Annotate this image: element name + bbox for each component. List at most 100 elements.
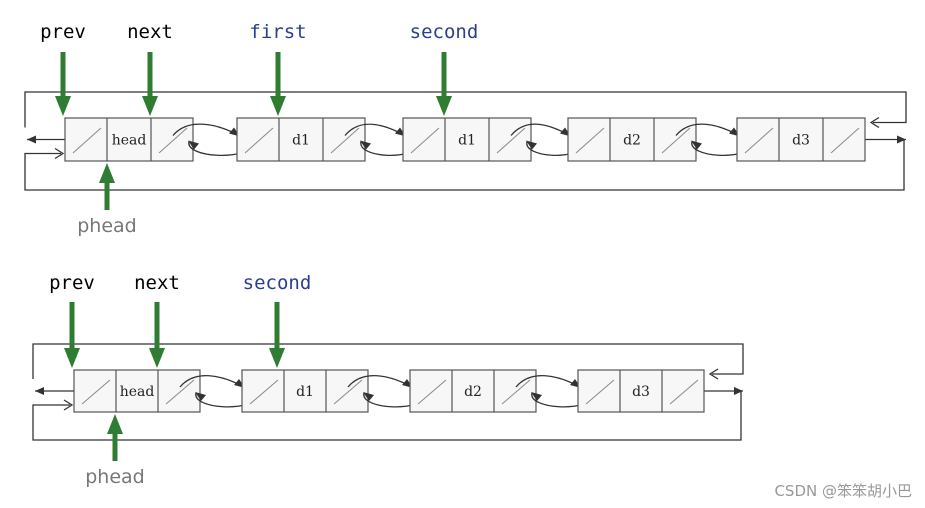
down-arrow-icon [64, 302, 80, 368]
down-arrow-icon [436, 52, 452, 116]
node-label: head [112, 133, 147, 149]
node-box [73, 369, 201, 413]
down-arrow-icon [55, 52, 71, 116]
prev-link-tip [360, 140, 371, 150]
prev-cell-stroke [410, 127, 440, 154]
list-node: d1 [402, 117, 532, 162]
up-arrow-icon [107, 414, 123, 461]
arrow-shaft [69, 302, 75, 348]
prev-cell-stroke [81, 379, 111, 405]
arrow-head [107, 414, 123, 434]
next-cell-stroke [669, 379, 699, 405]
node-box [236, 117, 366, 162]
node-box [577, 369, 705, 413]
arrow-head [55, 96, 71, 116]
frame-top-wire [32, 343, 744, 379]
prev-link-tip [531, 392, 542, 401]
list-node: d2 [409, 369, 537, 413]
up-arrow-icon [99, 163, 115, 210]
frame-bottom-tip [63, 399, 74, 411]
arrow-shaft [274, 302, 280, 348]
next-cell-stroke [158, 127, 188, 154]
node-label: d3 [792, 133, 810, 149]
diagram-top: head d1 d1 d2 d3 prev next first second phead [24, 21, 907, 237]
frame-top-wire [24, 91, 907, 128]
arrow-head [270, 96, 286, 116]
node-box [241, 369, 369, 413]
prev-cell-stroke [249, 379, 279, 405]
arrow-tip [734, 387, 743, 395]
arrow-shaft [104, 183, 110, 210]
prev-cell-stroke [585, 379, 615, 405]
arrow-head [436, 96, 452, 116]
frame-top-tip [708, 368, 719, 380]
arrow-shaft [60, 52, 66, 96]
pointer-label: second [243, 272, 312, 294]
arrow-head [149, 348, 165, 368]
phead-label: phead [85, 466, 145, 488]
down-arrow-icon [142, 52, 158, 116]
down-arrow-icon [270, 52, 286, 116]
down-arrow-icon [269, 302, 285, 368]
diagram-bottom: head d1 d2 d3 prev next second phead [32, 272, 744, 488]
node-box [64, 117, 194, 162]
list-node: d1 [236, 117, 366, 162]
frame-bottom-tip [54, 147, 65, 160]
list-node: head [73, 369, 201, 413]
arrow-shaft [112, 434, 118, 461]
next-cell-stroke [501, 379, 531, 405]
arrow-head [64, 348, 80, 368]
prev-cell-stroke [744, 127, 774, 154]
pointer-label: next [127, 21, 173, 43]
node-box [567, 117, 697, 162]
phead-label: phead [77, 215, 137, 237]
watermark-text: CSDN @笨笨胡小巴 [774, 482, 912, 500]
pointer-label: first [249, 21, 306, 43]
next-cell-stroke [333, 379, 363, 405]
prev-cell-stroke [244, 127, 274, 154]
prev-cell-stroke [417, 379, 447, 405]
prev-link-tip [526, 140, 537, 150]
node-box [736, 117, 866, 162]
pointer-label: second [410, 21, 479, 43]
node-label: d1 [296, 384, 314, 400]
pointer-label: prev [40, 21, 86, 43]
arrow-shaft [441, 52, 447, 96]
node-label: d1 [292, 133, 310, 149]
arrow-shaft [154, 302, 160, 348]
arrow-shaft [275, 52, 281, 96]
list-node: d3 [577, 369, 705, 413]
list-node: d1 [241, 369, 369, 413]
frame-bottom-wire [24, 139, 905, 191]
next-cell-stroke [830, 127, 860, 154]
arrow-head [99, 163, 115, 183]
list-node: d2 [567, 117, 697, 162]
prev-link-tip [188, 140, 199, 150]
prev-cell-stroke [575, 127, 605, 154]
frame-bottom-wire [32, 391, 742, 441]
arrow-tip [27, 135, 36, 144]
frame-top-tip [869, 116, 880, 129]
arrow-head [142, 96, 158, 116]
node-label: d1 [458, 133, 476, 149]
pointer-label: next [134, 272, 180, 294]
pointer-label: prev [49, 272, 95, 294]
node-label: head [120, 384, 155, 400]
prev-link-tip [363, 392, 374, 401]
next-cell-stroke [496, 127, 526, 154]
node-box [409, 369, 537, 413]
node-box [402, 117, 532, 162]
prev-link-tip [691, 140, 702, 150]
next-cell-stroke [661, 127, 691, 154]
node-label: d2 [623, 133, 641, 149]
list-node: d3 [736, 117, 866, 162]
node-label: d3 [632, 384, 650, 400]
arrow-tip [35, 387, 44, 395]
next-cell-stroke [330, 127, 360, 154]
arrow-shaft [147, 52, 153, 96]
node-label: d2 [464, 384, 482, 400]
next-cell-stroke [165, 379, 195, 405]
arrow-head [269, 348, 285, 368]
down-arrow-icon [149, 302, 165, 368]
